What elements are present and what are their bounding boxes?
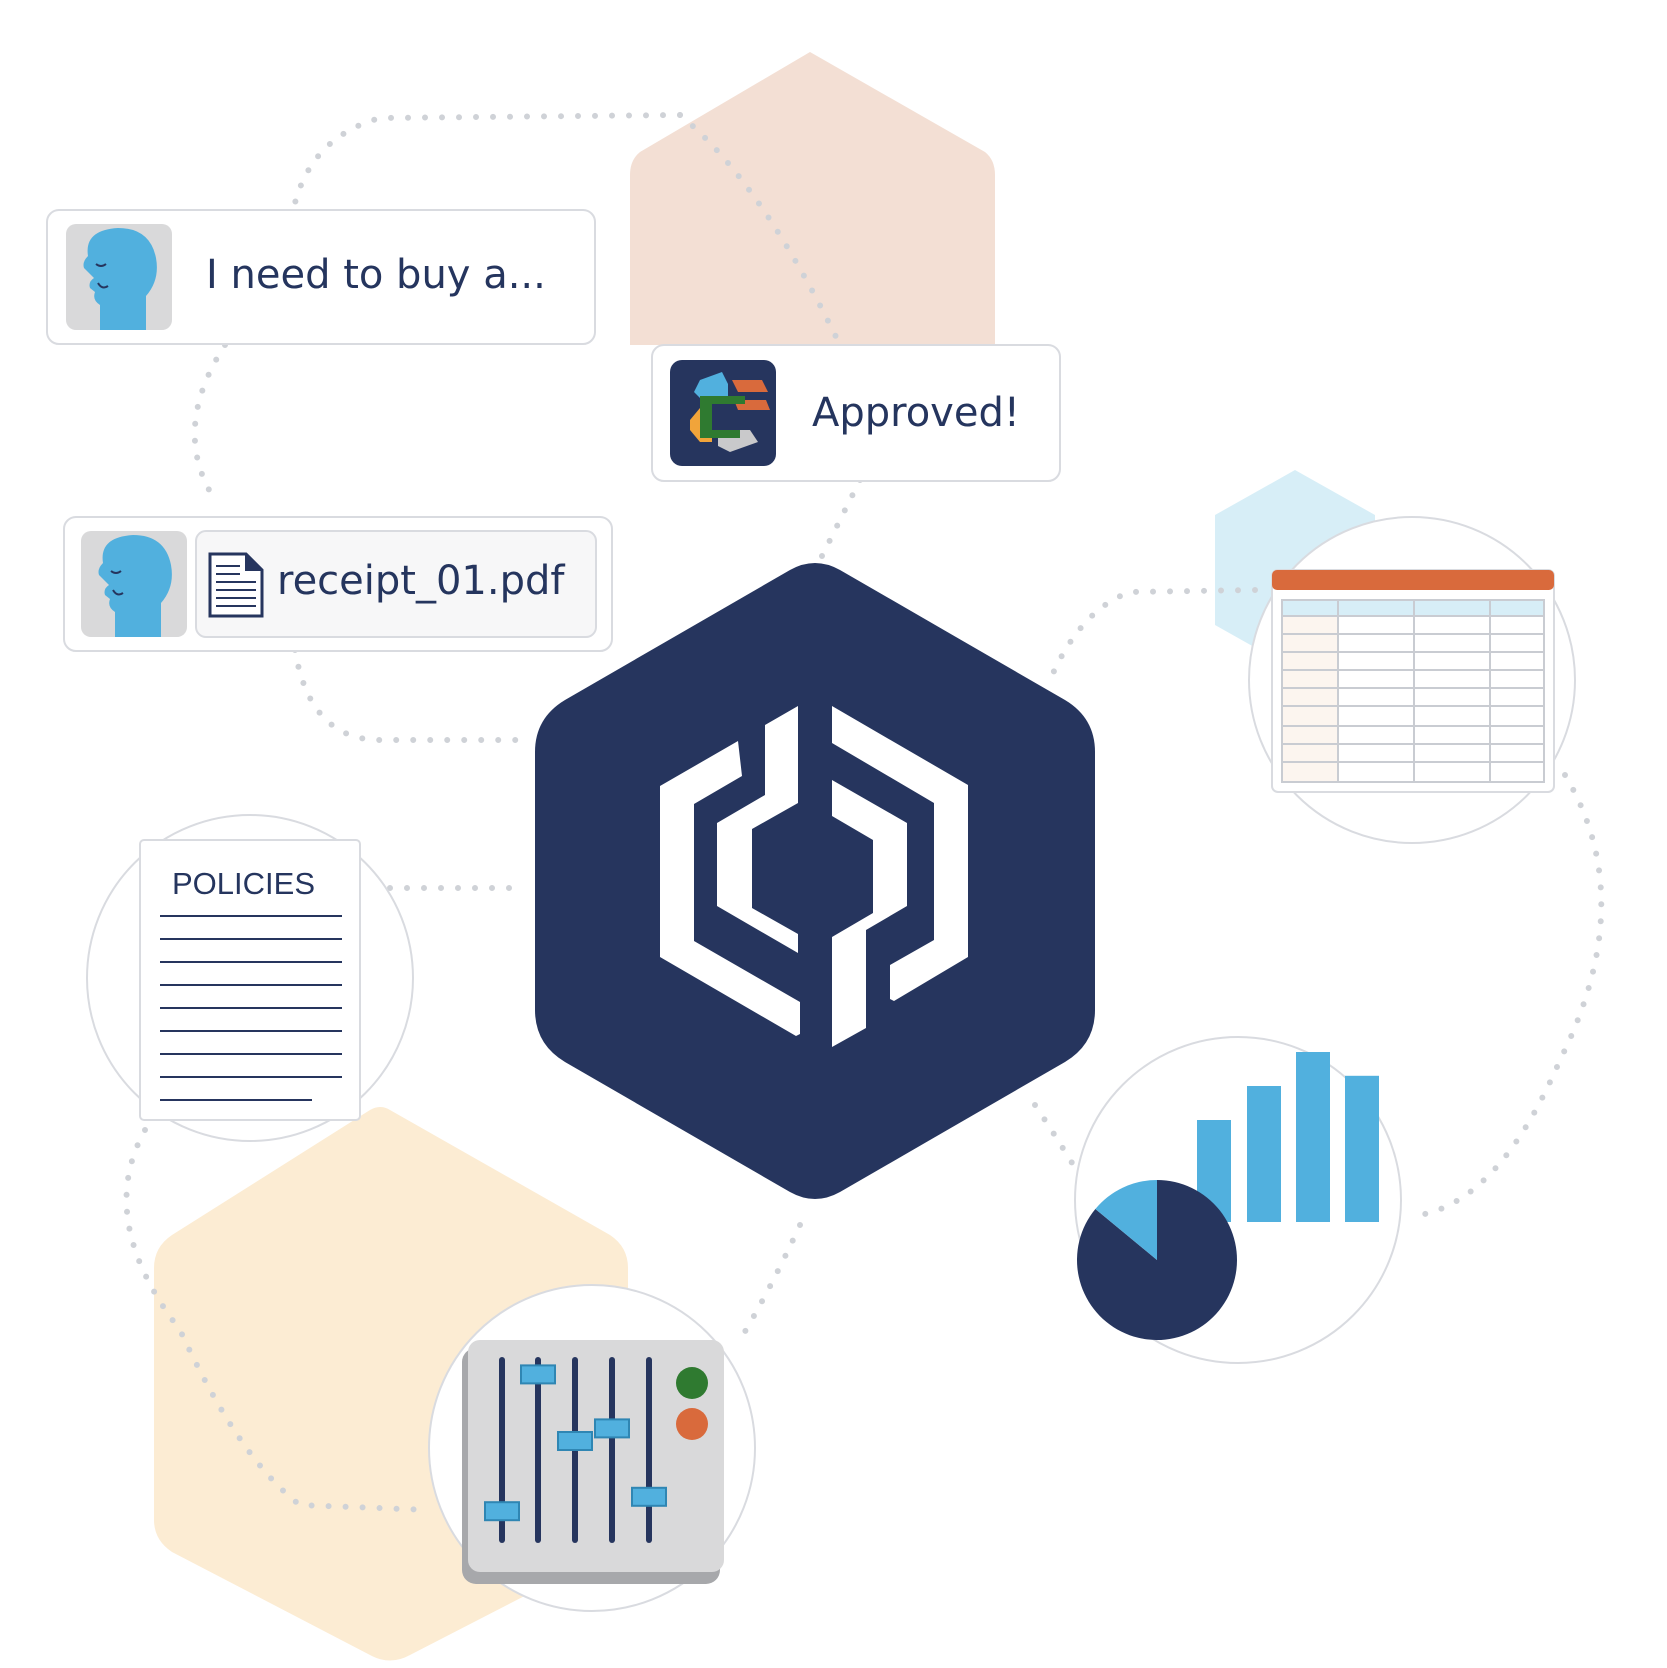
spreadsheet-header-bar xyxy=(1272,570,1554,590)
peach-hexagon xyxy=(630,52,995,345)
user-avatar-icon xyxy=(66,224,172,330)
mixer-panel-icon xyxy=(462,1340,724,1584)
policies-document xyxy=(139,839,361,1121)
spreadsheet-row-header xyxy=(1282,616,1338,782)
request-card xyxy=(46,209,596,345)
app-logo-icon xyxy=(670,360,776,466)
policies-page xyxy=(139,839,361,1121)
logo-right-inner-bracket xyxy=(832,780,907,1047)
logo-left-inner-bracket xyxy=(717,706,798,953)
slider-knob-3 xyxy=(557,1431,593,1451)
mixer-panel xyxy=(468,1340,724,1572)
mixer-sliders xyxy=(484,1357,667,1543)
file-icon xyxy=(208,552,264,618)
slider-knob-5 xyxy=(631,1486,667,1507)
request-message-text: I need to buy a... xyxy=(206,252,546,298)
slider-knob-4 xyxy=(594,1418,630,1439)
bar-2 xyxy=(1247,1086,1281,1222)
central-hexagon xyxy=(535,563,1095,1199)
dotted-path-top xyxy=(677,112,863,563)
logo-left-outer-bracket xyxy=(660,741,800,1036)
logo-right-outer-bracket xyxy=(832,706,968,1001)
attachment-filename-text: receipt_01.pdf xyxy=(277,558,565,604)
status-light-orange xyxy=(676,1408,708,1440)
dotted-path-top-left xyxy=(191,112,683,743)
pie-chart xyxy=(1077,1180,1238,1341)
attachment-file-box xyxy=(195,530,597,638)
policies-text-lines xyxy=(160,915,342,1101)
policies-title: POLICIES xyxy=(172,866,315,901)
spreadsheet-grid xyxy=(1281,599,1545,783)
bar-3 xyxy=(1296,1052,1330,1222)
platform-logo-icon xyxy=(660,706,968,1047)
bar-4 xyxy=(1345,1075,1379,1222)
slider-knob-2 xyxy=(520,1364,556,1385)
user-avatar-icon-2 xyxy=(81,531,187,637)
status-light-green xyxy=(676,1367,708,1399)
spreadsheet-icon xyxy=(1271,569,1555,793)
pie-slice-2 xyxy=(1095,1180,1157,1260)
bar-chart xyxy=(1197,1052,1379,1222)
dotted-path-bottom-left xyxy=(123,1127,803,1513)
slider-knob-1 xyxy=(484,1501,520,1522)
analytics-icon xyxy=(1077,1052,1379,1341)
approval-message-text: Approved! xyxy=(812,390,1020,436)
